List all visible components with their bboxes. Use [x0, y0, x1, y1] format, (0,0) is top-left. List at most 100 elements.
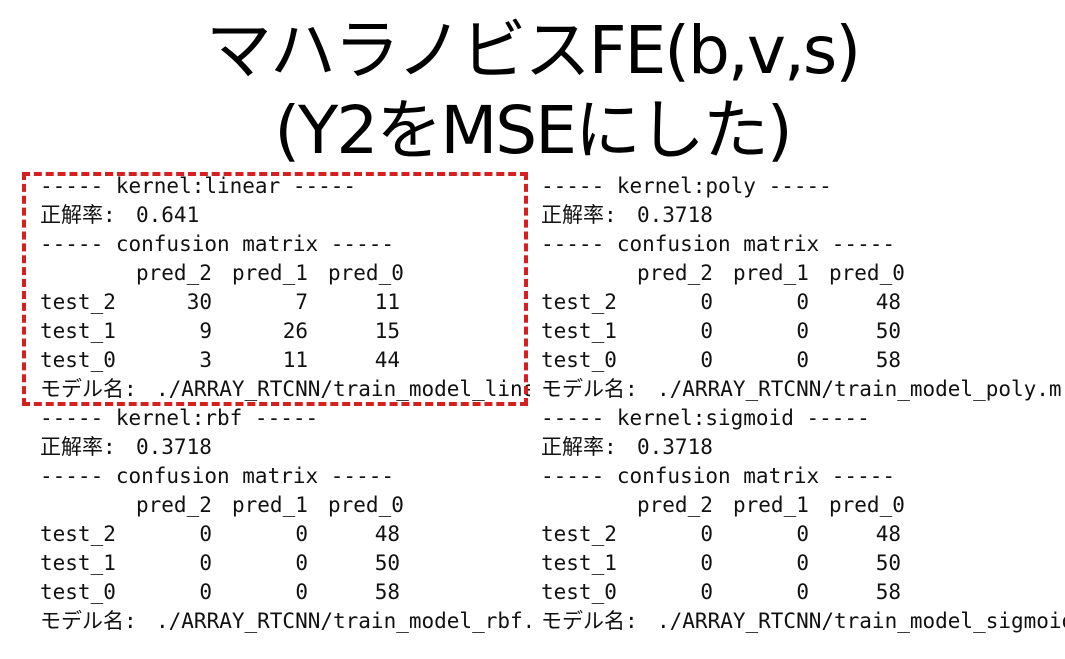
- accuracy-value: 0.3718: [136, 435, 212, 459]
- matrix-cell: 50: [374, 551, 400, 575]
- row-label: test_1: [40, 319, 116, 343]
- result-block-sigmoid: ----- kernel:sigmoid ----- 正解率: 0.3718 -…: [541, 404, 1065, 644]
- result-block-rbf: ----- kernel:rbf ----- 正解率: 0.3718 -----…: [40, 404, 530, 659]
- matrix-cell: 26: [282, 319, 308, 343]
- matrix-cell: 0: [796, 580, 809, 604]
- matrix-cell: 48: [875, 290, 901, 314]
- confusion-header: ----- confusion matrix -----: [541, 232, 896, 256]
- matrix-row: test_0 0 0 58: [541, 578, 901, 607]
- column-header: pred_0: [328, 261, 404, 285]
- matrix-row: test_2 0 0 48: [541, 520, 901, 549]
- column-header: pred_2: [637, 493, 713, 517]
- matrix-cell: 9: [199, 319, 212, 343]
- model-path-line: モデル名: ./ARRAY_RTCNN/train_model_sigmoid.: [541, 607, 1065, 636]
- confusion-header: ----- confusion matrix -----: [40, 464, 395, 488]
- matrix-column-headers: pred_2 pred_1 pred_0: [40, 259, 404, 288]
- matrix-cell: 0: [700, 290, 713, 314]
- matrix-cell: 0: [700, 551, 713, 575]
- matrix-cell: 0: [295, 551, 308, 575]
- accuracy-label: 正解率:: [40, 203, 129, 227]
- accuracy-line: 正解率: 0.3718: [541, 433, 713, 462]
- matrix-cell: 0: [796, 551, 809, 575]
- matrix-cell: 0: [700, 522, 713, 546]
- matrix-row: test_2 0 0 48: [541, 288, 901, 317]
- column-header: pred_0: [328, 493, 404, 517]
- model-path: ./ARRAY_RTCNN/train_model_sigmoid.: [657, 609, 1065, 633]
- matrix-cell: 11: [282, 348, 308, 372]
- matrix-cell: 0: [700, 348, 713, 372]
- model-label: モデル名:: [541, 609, 651, 633]
- kernel-header: ----- kernel:rbf -----: [40, 406, 319, 430]
- matrix-row: test_0 0 0 58: [541, 346, 901, 375]
- matrix-cell: 48: [875, 522, 901, 546]
- row-label: test_1: [40, 551, 116, 575]
- matrix-cell: 0: [199, 551, 212, 575]
- confusion-header: ----- confusion matrix -----: [40, 232, 395, 256]
- matrix-row: test_0 3 11 44: [40, 346, 400, 375]
- matrix-cell: 0: [199, 580, 212, 604]
- matrix-row: test_2 0 0 48: [40, 520, 400, 549]
- result-block-poly: ----- kernel:poly ----- 正解率: 0.3718 ----…: [541, 172, 1065, 404]
- accuracy-value: 0.3718: [637, 203, 713, 227]
- matrix-cell: 0: [295, 580, 308, 604]
- model-path-line: モデル名: ./ARRAY_RTCNN/train_model_poly.m: [541, 375, 1062, 404]
- model-path: ./ARRAY_RTCNN/train_model_rbf.m: [156, 609, 530, 633]
- matrix-column-headers: pred_2 pred_1 pred_0: [541, 491, 905, 520]
- matrix-cell: 0: [796, 319, 809, 343]
- matrix-row: test_1 0 0 50: [40, 549, 400, 578]
- kernel-header: ----- kernel:sigmoid -----: [541, 406, 870, 430]
- slide-title-line-2: (Y2をMSEにした): [274, 92, 792, 169]
- highlight-dashed-box: [22, 172, 528, 406]
- row-label: test_0: [40, 348, 116, 372]
- matrix-cell: 30: [186, 290, 212, 314]
- column-header: pred_0: [829, 493, 905, 517]
- matrix-cell: 3: [199, 348, 212, 372]
- accuracy-line: 正解率: 0.3718: [541, 201, 713, 230]
- accuracy-label: 正解率:: [40, 435, 129, 459]
- column-header: pred_1: [232, 261, 308, 285]
- column-header: pred_1: [232, 493, 308, 517]
- matrix-row: test_1 0 0 50: [541, 317, 901, 346]
- row-label: test_0: [541, 580, 617, 604]
- matrix-cell: 48: [374, 522, 400, 546]
- row-label: test_0: [541, 348, 617, 372]
- row-label: test_0: [40, 580, 116, 604]
- accuracy-label: 正解率:: [541, 203, 630, 227]
- model-label: モデル名:: [40, 609, 150, 633]
- matrix-cell: 58: [374, 580, 400, 604]
- row-label: test_2: [40, 290, 116, 314]
- matrix-cell: 50: [875, 551, 901, 575]
- accuracy-label: 正解率:: [541, 435, 630, 459]
- kernel-header: ----- kernel:poly -----: [541, 174, 832, 198]
- matrix-column-headers: pred_2 pred_1 pred_0: [40, 491, 404, 520]
- column-header: pred_1: [733, 261, 809, 285]
- model-path: ./ARRAY_RTCNN/train_model_linea: [156, 377, 530, 401]
- matrix-cell: 0: [700, 319, 713, 343]
- accuracy-line: 正解率: 0.641: [40, 201, 199, 230]
- matrix-cell: 0: [700, 580, 713, 604]
- row-label: test_1: [541, 551, 617, 575]
- model-path: ./ARRAY_RTCNN/train_model_poly.m: [657, 377, 1062, 401]
- slide-title-line-1: マハラノビスFE(b,v,s): [205, 12, 861, 89]
- row-label: test_2: [541, 522, 617, 546]
- row-label: test_1: [541, 319, 617, 343]
- column-header: pred_1: [733, 493, 809, 517]
- column-header: pred_2: [637, 261, 713, 285]
- model-label: モデル名:: [40, 377, 150, 401]
- column-header: pred_0: [829, 261, 905, 285]
- matrix-cell: 15: [374, 319, 400, 343]
- column-header: pred_2: [136, 261, 212, 285]
- result-block-linear: ----- kernel:linear ----- 正解率: 0.641 ---…: [40, 172, 530, 404]
- matrix-cell: 58: [875, 580, 901, 604]
- column-header: pred_2: [136, 493, 212, 517]
- matrix-cell: 0: [295, 522, 308, 546]
- confusion-header: ----- confusion matrix -----: [541, 464, 896, 488]
- kernel-header: ----- kernel:linear -----: [40, 174, 357, 198]
- matrix-row: test_1 0 0 50: [541, 549, 901, 578]
- model-path-line: モデル名: ./ARRAY_RTCNN/train_model_linea: [40, 375, 530, 404]
- matrix-cell: 11: [374, 290, 400, 314]
- matrix-column-headers: pred_2 pred_1 pred_0: [541, 259, 905, 288]
- matrix-row: test_0 0 0 58: [40, 578, 400, 607]
- row-label: test_2: [40, 522, 116, 546]
- matrix-cell: 0: [199, 522, 212, 546]
